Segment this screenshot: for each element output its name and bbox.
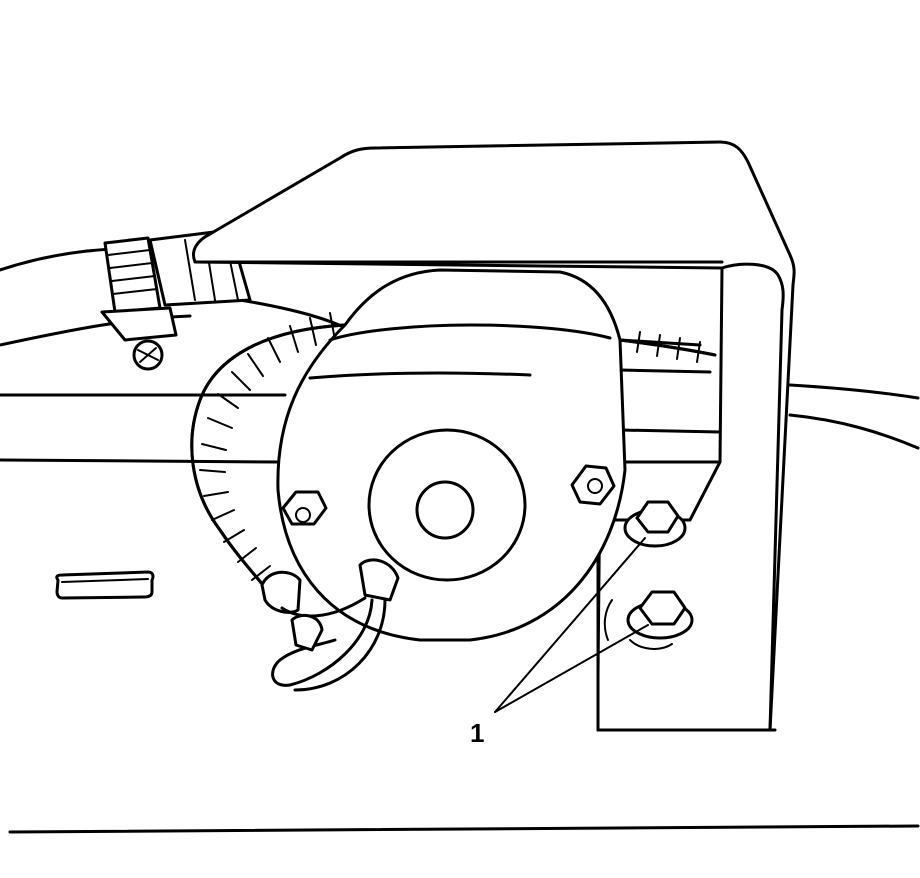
bolt-lower <box>638 590 687 626</box>
mounting-bolts <box>603 500 694 650</box>
wire-harness <box>190 312 717 602</box>
motor-shaft <box>415 480 475 540</box>
motor-nut <box>570 464 616 506</box>
wire-terminals <box>260 558 400 692</box>
motor <box>276 268 627 642</box>
retainer-clip <box>55 570 155 600</box>
callout-leaders <box>494 537 649 713</box>
bolt-upper <box>635 500 680 534</box>
callout-label-1: 1 <box>470 718 484 748</box>
